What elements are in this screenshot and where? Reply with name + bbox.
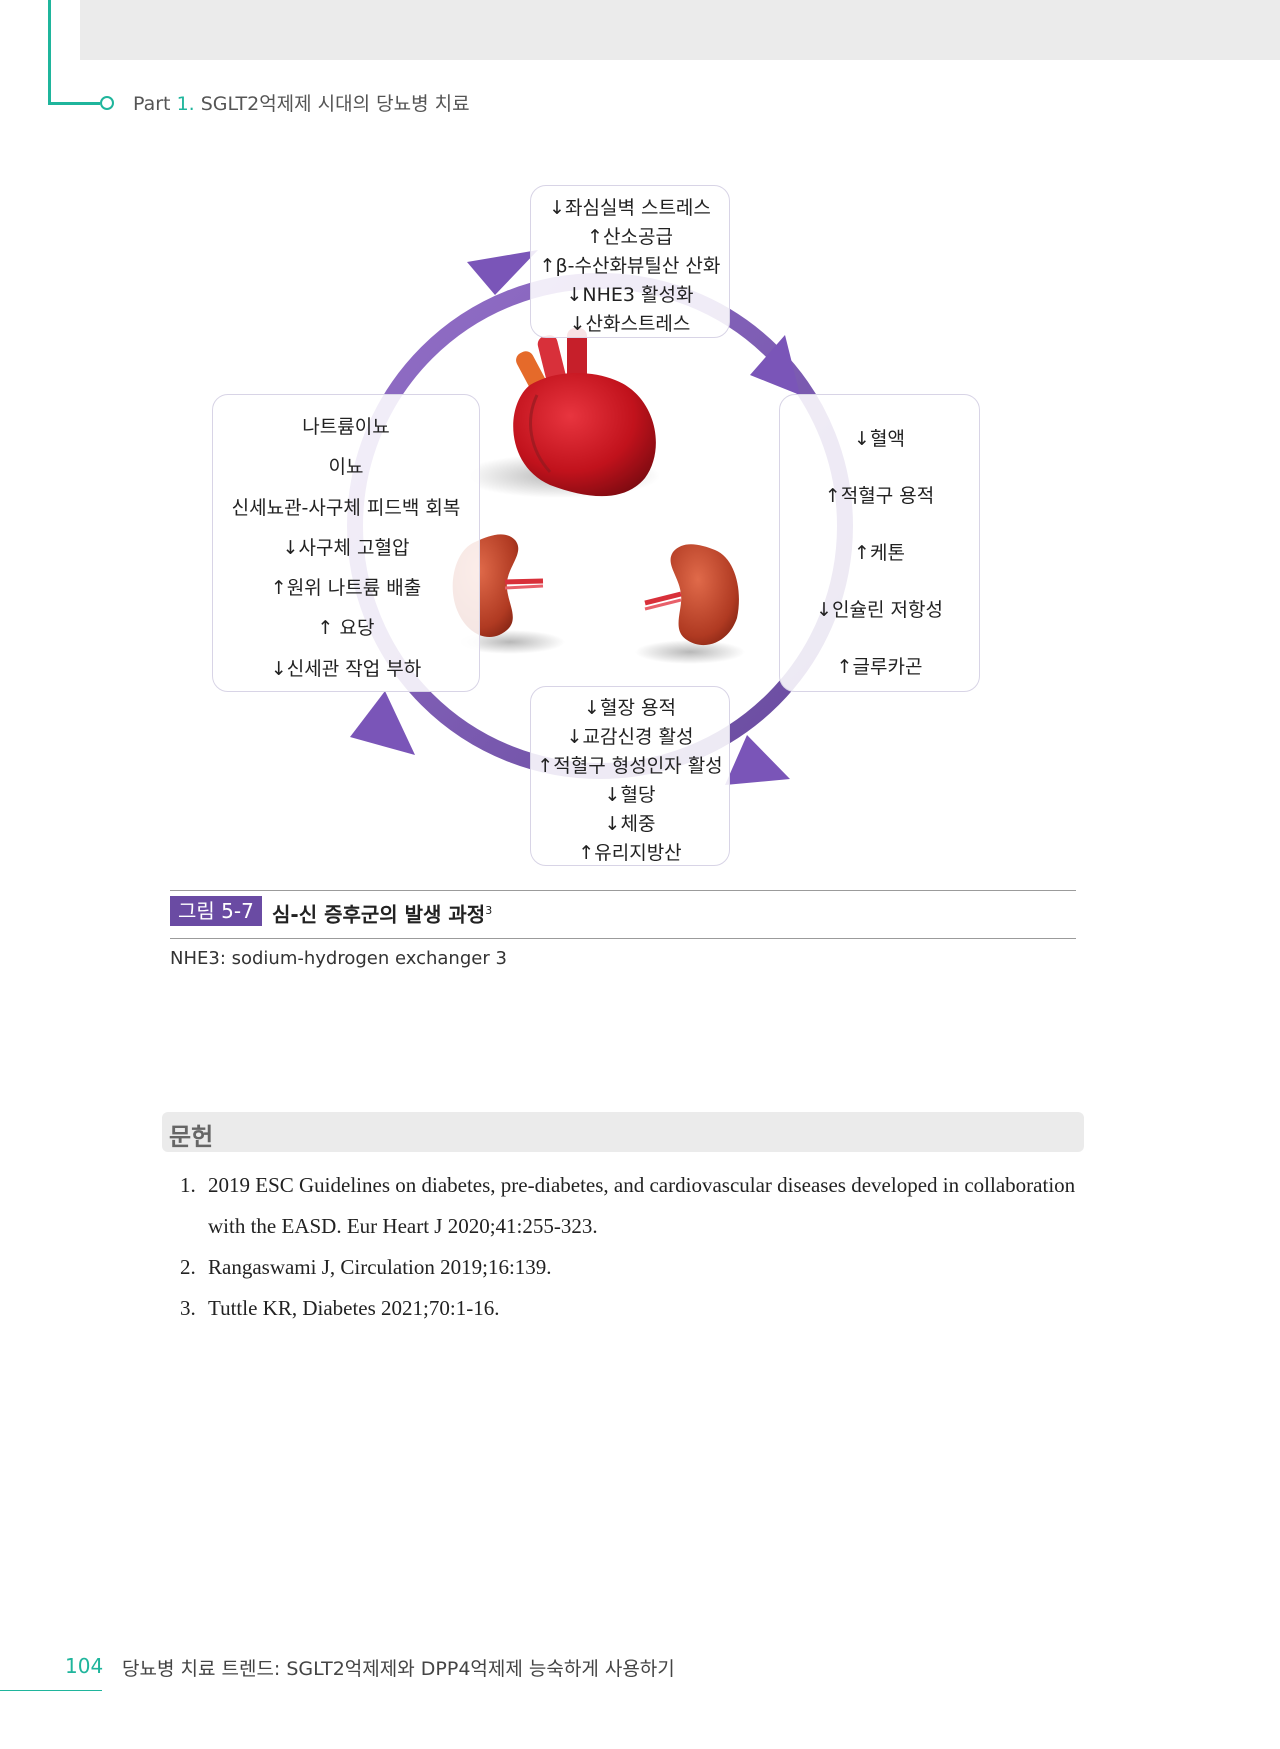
caption-rule-top — [170, 890, 1076, 891]
top-effect-line: ↓좌심실벽 스트레스 — [549, 197, 711, 219]
header-horizontal-line — [48, 102, 100, 105]
figure-title-ref: 3 — [485, 904, 493, 917]
bottom-effects-box: ↓혈장 용적 ↓교감신경 활성 ↑적혈구 형성인자 활성 ↓혈당 ↓체중 ↑유리… — [530, 686, 730, 866]
bottom-effect-line: ↓교감신경 활성 — [566, 726, 694, 748]
bottom-effect-line: ↓혈장 용적 — [584, 697, 676, 719]
left-effect-line: ↓신세관 작업 부하 — [270, 657, 422, 680]
page-number: 104 — [65, 1654, 104, 1678]
caption-rule-bottom — [170, 938, 1076, 939]
arrow-head-bottom-right — [725, 735, 790, 785]
left-effects-box: 나트륨이뇨 이뇨 신세뇨관-사구체 피드백 회복 ↓사구체 고혈압 ↑원위 나트… — [212, 394, 480, 692]
running-header: Part 1. SGLT2억제제 시대의 당뇨병 치료 — [133, 93, 470, 115]
arrow-head-right — [750, 335, 800, 395]
bottom-effect-line: ↑적혈구 형성인자 활성 — [537, 755, 723, 777]
right-effect-line: ↑적혈구 용적 — [824, 485, 935, 507]
top-effects-box: ↓좌심실벽 스트레스 ↑산소공급 ↑β-수산화뷰틸산 산화 ↓NHE3 활성화 … — [530, 185, 730, 338]
figure-title: 심-신 증후군의 발생 과정3 — [272, 902, 493, 927]
top-effect-line: ↓산화스트레스 — [569, 313, 691, 335]
bottom-effect-line: ↓혈당 — [604, 784, 656, 806]
header-bar — [80, 0, 1280, 60]
arrow-head-top-left — [467, 250, 538, 295]
right-effect-line: ↑글루카곤 — [836, 656, 923, 678]
bottom-effect-line: ↓체중 — [604, 813, 656, 835]
header-vertical-line — [48, 0, 51, 104]
cardiorenal-diagram: ↓좌심실벽 스트레스 ↑산소공급 ↑β-수산화뷰틸산 산화 ↓NHE3 활성화 … — [205, 180, 995, 870]
top-effect-line: ↑산소공급 — [587, 226, 673, 248]
top-effect-line: ↓NHE3 활성화 — [566, 284, 694, 306]
right-effect-line: ↓인슐린 저항성 — [816, 599, 943, 621]
reference-item: 1. 2019 ESC Guidelines on diabetes, pre-… — [180, 1173, 1076, 1238]
figure-note: NHE3: sodium-hydrogen exchanger 3 — [170, 948, 507, 969]
figure-label: 그림 5-7 — [170, 896, 262, 926]
arrow-head-left — [350, 691, 415, 755]
right-effect-line: ↑케톤 — [854, 542, 905, 564]
header-dot-icon — [100, 96, 114, 110]
reference-item: 3. Tuttle KR, Diabetes 2021;70:1-16. — [180, 1296, 500, 1320]
bottom-effect-line: ↑유리지방산 — [578, 842, 682, 864]
references-heading-bar — [162, 1112, 1084, 1152]
right-kidney-illustration — [635, 544, 745, 664]
left-effect-line: 나트륨이뇨 — [302, 416, 390, 438]
references-heading: 문헌 — [169, 1123, 214, 1151]
left-effect-line: 신세뇨관-사구체 피드백 회복 — [231, 496, 461, 519]
left-effect-line: ↑ 요당 — [317, 617, 375, 640]
right-effects-box: ↓혈액 ↑적혈구 용적 ↑케톤 ↓인슐린 저항성 ↑글루카곤 — [779, 394, 980, 692]
left-effect-line: 이뇨 — [328, 456, 364, 479]
references-list: 1. 2019 ESC Guidelines on diabetes, pre-… — [180, 1165, 1080, 1329]
top-effect-line: ↑β-수산화뷰틸산 산화 — [539, 255, 721, 277]
left-effect-line: ↓사구체 고혈압 — [282, 536, 410, 559]
footer-rule — [0, 1690, 102, 1691]
right-effect-line: ↓혈액 — [854, 428, 905, 450]
reference-item: 2. Rangaswami J, Circulation 2019;16:139… — [180, 1255, 552, 1279]
left-effect-line: ↑원위 나트륨 배출 — [270, 577, 422, 600]
running-footer: 당뇨병 치료 트렌드: SGLT2억제제와 DPP4억제제 능숙하게 사용하기 — [122, 1658, 675, 1680]
heart-illustration — [460, 328, 660, 498]
